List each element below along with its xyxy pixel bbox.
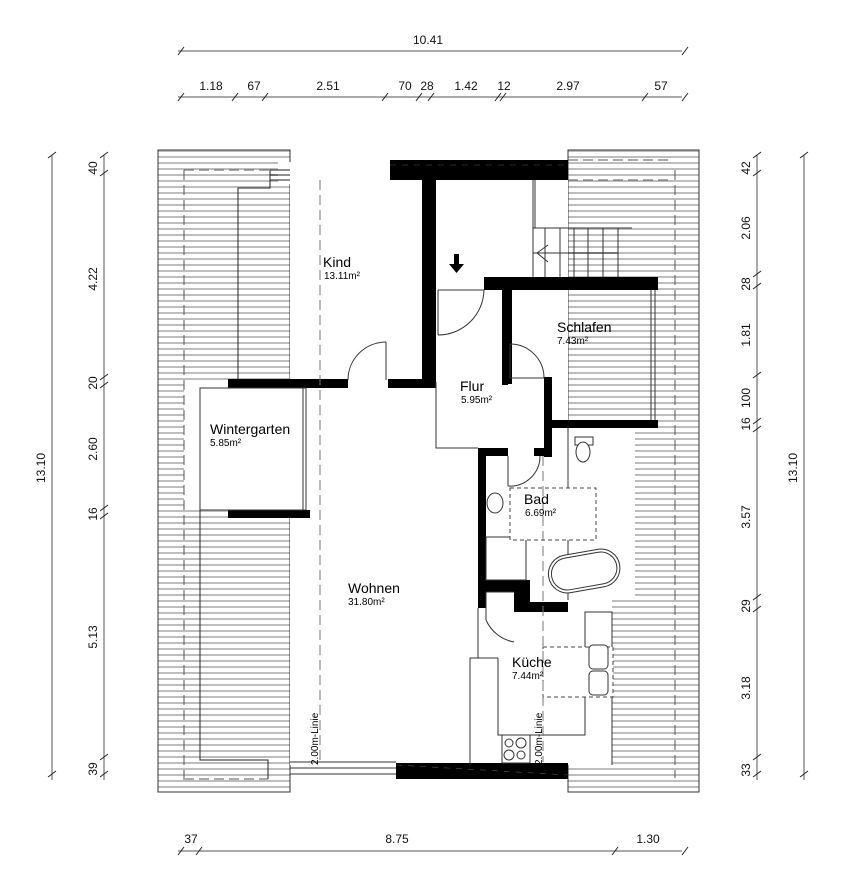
room-name-flur: Flur <box>460 378 484 394</box>
doors <box>347 289 545 643</box>
kitchen-sink-icon <box>588 644 609 670</box>
svg-text:4.22: 4.22 <box>86 267 100 291</box>
dim-right-total: 13.10 <box>786 453 800 483</box>
dimensions-bottom: 37 8.75 1.30 <box>184 832 660 846</box>
room-area-wohnen: 31.80m² <box>348 597 385 608</box>
room-area-kind: 13.11m² <box>324 271 361 282</box>
room-labels: Kind 13.11m² Schlafen 7.43m² Flur 5.95m²… <box>210 254 611 682</box>
fixtures <box>486 436 621 764</box>
svg-text:2.60: 2.60 <box>86 437 100 461</box>
svg-text:5.13: 5.13 <box>86 625 100 649</box>
svg-text:2.97: 2.97 <box>556 79 580 93</box>
room-area-schlafen: 7.43m² <box>557 336 589 347</box>
svg-text:2.51: 2.51 <box>316 79 340 93</box>
interior-floor <box>290 162 635 765</box>
height-line-label-right: 2.00m-Linie <box>534 712 545 765</box>
dimensions-left: 13.10 40 4.22 20 2.60 16 5.13 39 <box>34 161 100 776</box>
bathtub-icon <box>547 548 621 594</box>
arrow-down-icon <box>449 254 464 273</box>
room-area-flur: 5.95m² <box>461 395 493 406</box>
svg-text:1.42: 1.42 <box>454 79 478 93</box>
svg-text:70: 70 <box>398 79 412 93</box>
room-name-kind: Kind <box>323 254 351 270</box>
dim-top-total: 10.41 <box>413 33 443 47</box>
svg-text:42: 42 <box>739 161 753 175</box>
wintergarten-floor <box>184 380 308 510</box>
room-name-wohnen: Wohnen <box>348 580 400 596</box>
room-area-kueche: 7.44m² <box>512 671 544 682</box>
room-area-bad: 6.69m² <box>525 508 557 519</box>
svg-text:29: 29 <box>739 599 753 613</box>
svg-text:12: 12 <box>497 79 511 93</box>
dim-left-total: 13.10 <box>34 453 48 483</box>
walls <box>228 160 658 779</box>
svg-text:28: 28 <box>739 277 753 291</box>
room-name-wintergarten: Wintergarten <box>210 421 290 437</box>
dimensions-right: 13.10 42 2.06 28 1.81 100 16 3.57 29 3.1… <box>739 161 800 777</box>
dimension-ticks <box>47 46 809 856</box>
washbasin-icon <box>486 492 504 514</box>
dimensions-top: 10.41 1.18 67 2.51 70 28 1.42 12 2.97 57 <box>199 33 668 93</box>
svg-text:67: 67 <box>247 79 261 93</box>
svg-text:1.30: 1.30 <box>636 832 660 846</box>
svg-text:33: 33 <box>739 763 753 777</box>
room-name-bad: Bad <box>524 491 549 507</box>
svg-text:3.57: 3.57 <box>739 505 753 529</box>
svg-text:1.18: 1.18 <box>199 79 223 93</box>
svg-text:1.81: 1.81 <box>739 323 753 347</box>
svg-text:16: 16 <box>739 417 753 431</box>
staircase <box>532 180 632 278</box>
room-name-kueche: Küche <box>512 654 552 670</box>
svg-text:37: 37 <box>184 832 198 846</box>
bad-counter <box>509 487 597 541</box>
svg-text:20: 20 <box>86 376 100 390</box>
svg-text:28: 28 <box>420 79 434 93</box>
svg-text:16: 16 <box>86 507 100 521</box>
svg-text:40: 40 <box>86 161 100 175</box>
svg-text:8.75: 8.75 <box>385 832 409 846</box>
room-name-schlafen: Schlafen <box>557 319 611 335</box>
svg-text:3.18: 3.18 <box>739 676 753 700</box>
dimension-lines <box>51 50 805 852</box>
svg-text:57: 57 <box>654 79 668 93</box>
room-area-wintergarten: 5.85m² <box>210 438 242 449</box>
svg-text:2.06: 2.06 <box>739 216 753 240</box>
svg-text:100: 100 <box>739 388 753 408</box>
height-line-label-left: 2.00m-Linie <box>310 712 321 765</box>
svg-text:39: 39 <box>86 762 100 776</box>
